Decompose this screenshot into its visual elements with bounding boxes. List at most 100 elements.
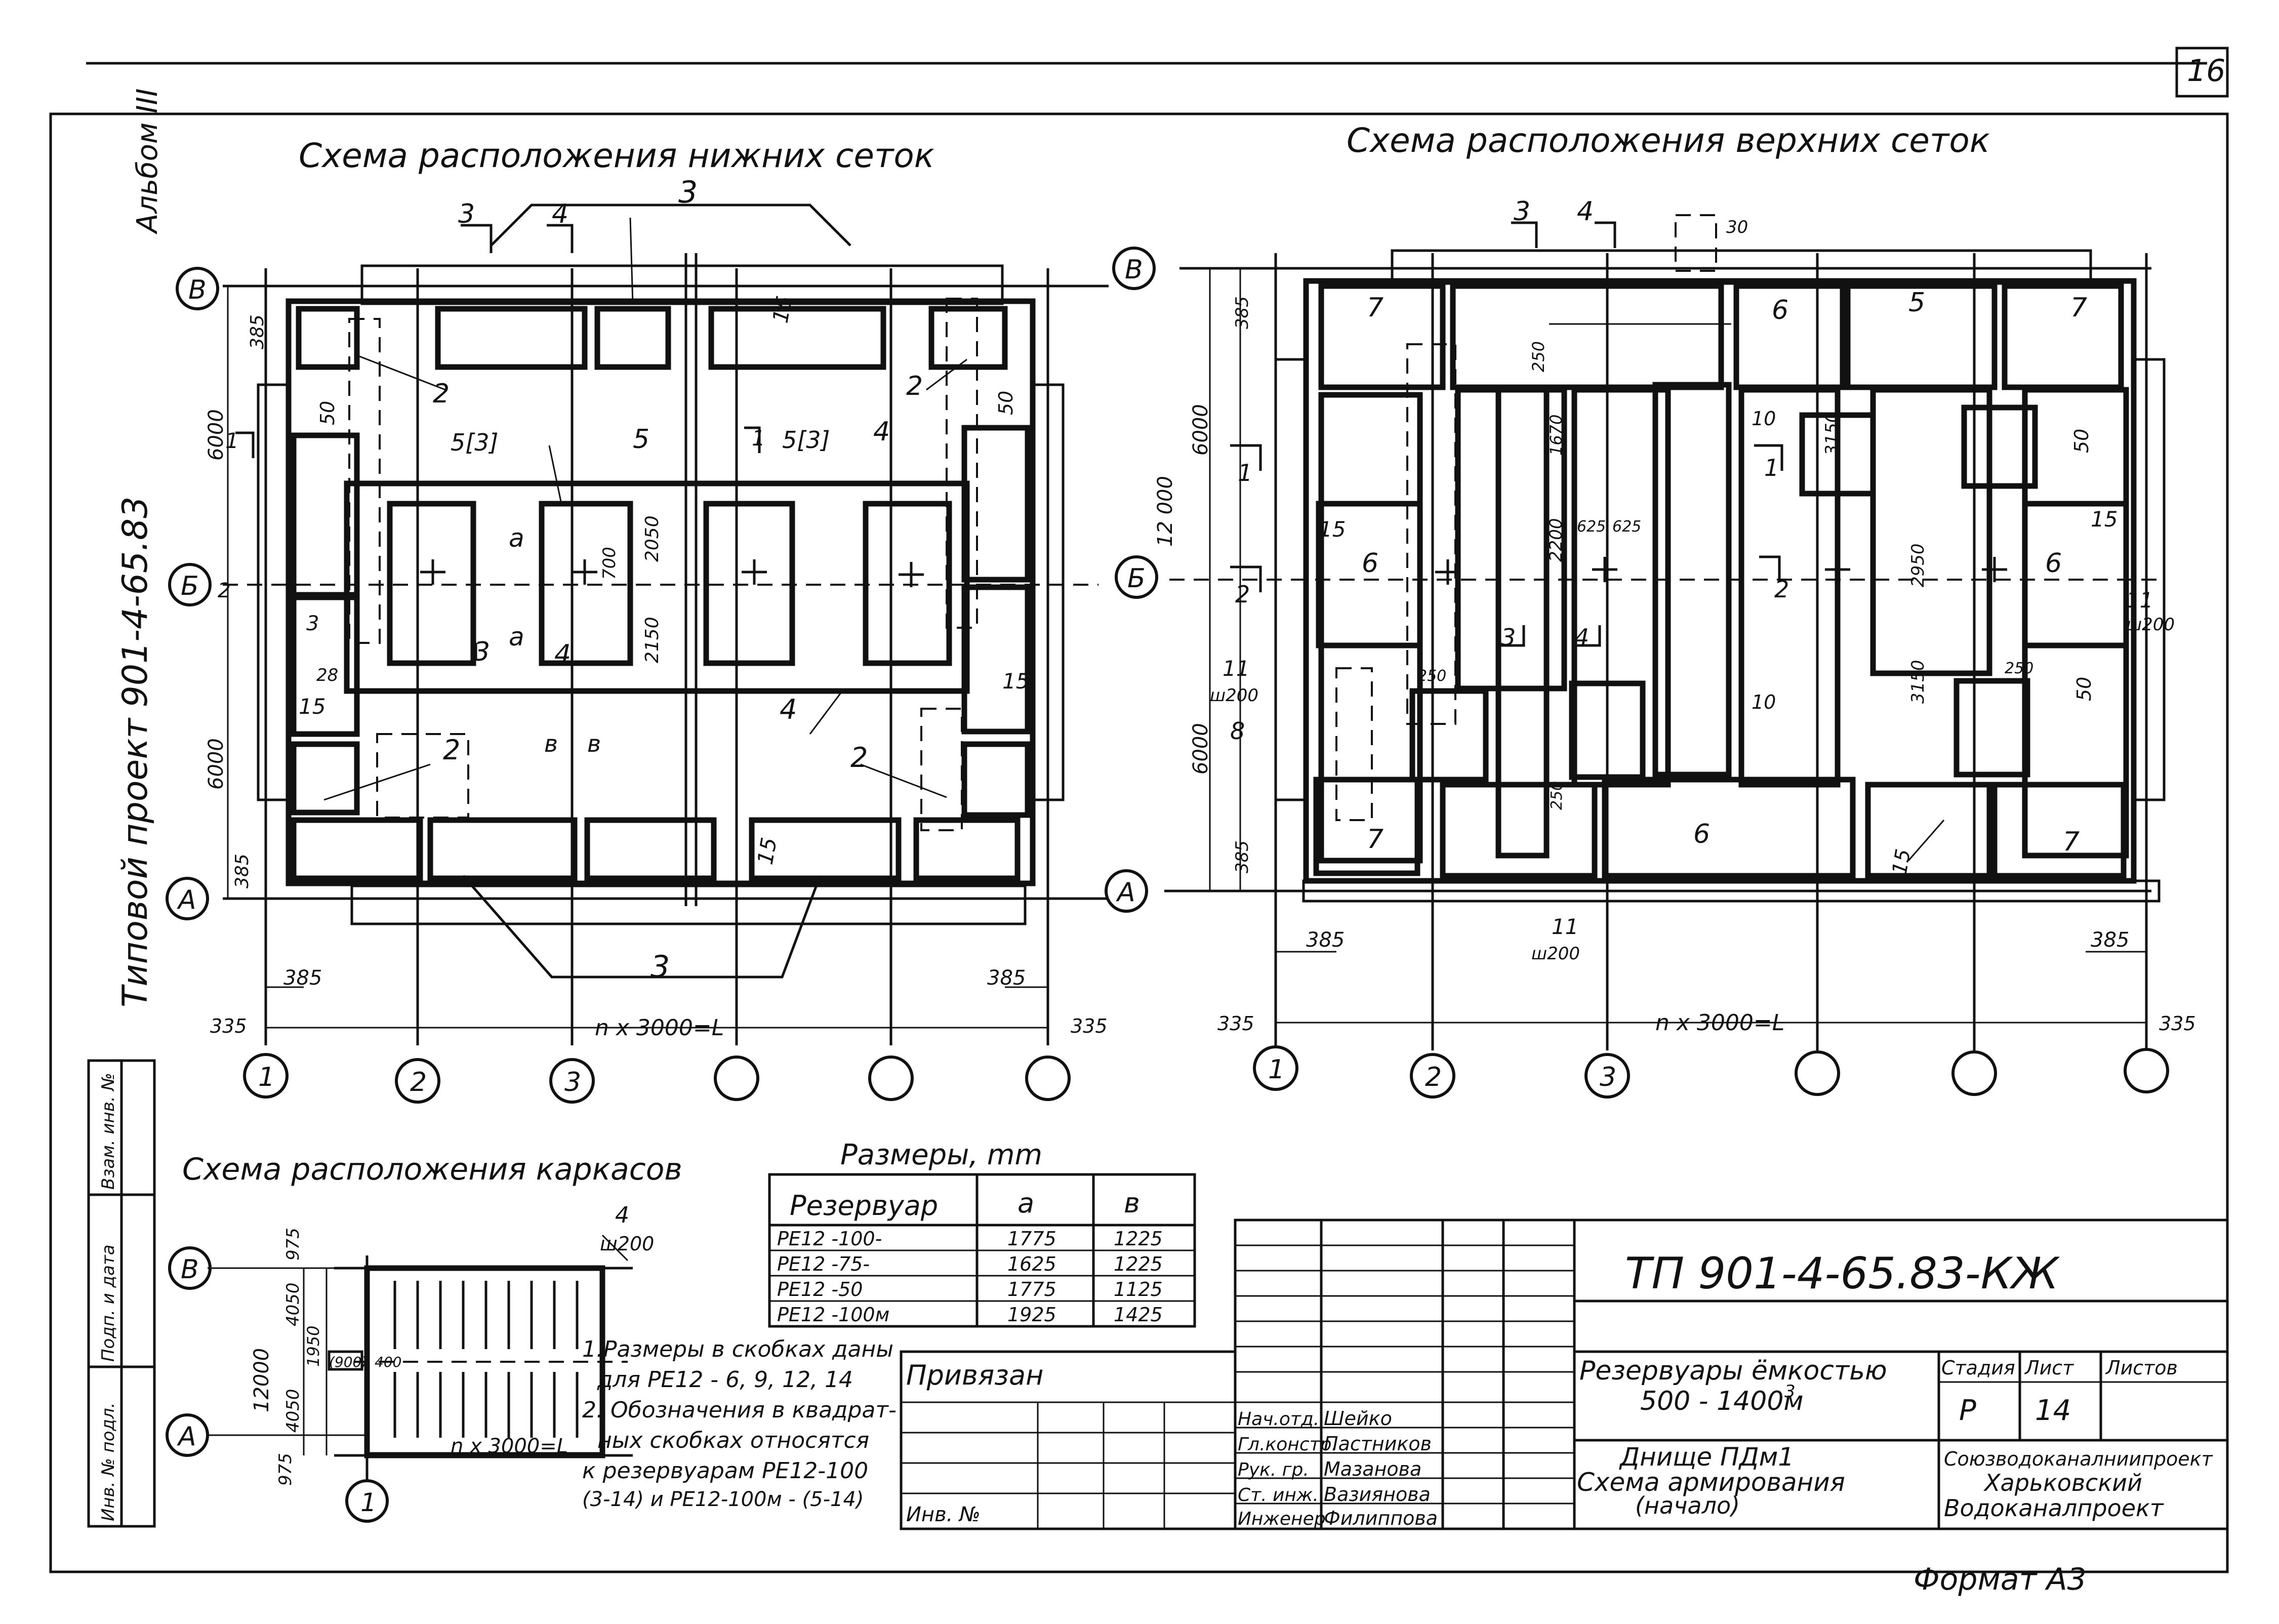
sizes-r3c1: 1925: [1007, 1304, 1056, 1326]
svg-text:1: 1: [1238, 459, 1252, 486]
frames-dim-975-bottom: 975: [275, 1453, 296, 1486]
sizes-h2: в: [1124, 1187, 1140, 1219]
svg-text:5[3]: 5[3]: [451, 429, 498, 456]
stamp-stage-label: Стадия: [1941, 1357, 2015, 1379]
sizes-r0c1: 1775: [1007, 1228, 1056, 1250]
svg-text:4: 4: [1577, 196, 1594, 227]
svg-text:15: 15: [1002, 669, 1029, 694]
sizes-r1c2: 1225: [1114, 1253, 1163, 1275]
svg-text:2: 2: [1774, 576, 1789, 603]
svg-text:15: 15: [1319, 517, 1346, 542]
right-col-1: 1: [1268, 1054, 1285, 1085]
svg-text:ш200: ш200: [1531, 944, 1580, 964]
svg-text:7: 7: [1367, 824, 1383, 855]
sheet-number: 16: [2187, 53, 2225, 89]
frame-bars: [393, 1281, 579, 1438]
right-plan: Схема расположения верхних сеток: [1105, 121, 2196, 1099]
dim-6000-top: 6000: [205, 409, 228, 461]
note-line-4: к резервуарам РЕ12-100: [582, 1458, 868, 1484]
sizes-r2c1: 1775: [1007, 1278, 1056, 1301]
album-label: Альбом III: [131, 89, 164, 235]
stamp-object-sup: 3: [1784, 1382, 1796, 1402]
svg-text:4: 4: [873, 417, 890, 447]
rdim-335-left: 335: [1217, 1012, 1254, 1035]
side-inv-label: Инв. № подл.: [98, 1402, 118, 1521]
binding-block: Привязан Инв. №: [900, 1350, 1237, 1530]
right-col-2: 2: [1425, 1062, 1442, 1092]
svg-text:5: 5: [1908, 288, 1925, 318]
dim-335-right: 335: [1071, 1015, 1108, 1037]
stamp-org-1: Союзводоканалниипроект: [1944, 1448, 2214, 1470]
right-col-3: 3: [1600, 1062, 1616, 1092]
notes: 1.Размеры в скобках даны для РЕ12 - 6, 9…: [582, 1336, 897, 1511]
svg-text:в: в: [544, 730, 558, 757]
svg-text:4: 4: [780, 694, 797, 725]
svg-text:3: 3: [458, 199, 475, 229]
svg-text:7: 7: [2063, 827, 2080, 857]
left-col-1: 1: [258, 1062, 275, 1092]
svg-text:2: 2: [906, 371, 923, 401]
svg-text:7: 7: [1367, 293, 1383, 323]
stamp-name-0: Шейко: [1324, 1407, 1392, 1430]
svg-text:3: 3: [1514, 196, 1530, 227]
svg-text:в: в: [587, 730, 601, 757]
right-axis-b: Б: [1127, 563, 1146, 594]
svg-text:7: 7: [2070, 293, 2087, 323]
stamp-object-1: Резервуары ёмкостью: [1579, 1356, 1887, 1386]
frames-axis-a: А: [177, 1422, 196, 1452]
stamp-sheets-label: Листов: [2105, 1357, 2178, 1379]
svg-text:4: 4: [554, 639, 571, 670]
left-axis-a: А: [177, 885, 196, 915]
svg-text:11: 11: [1223, 656, 1249, 681]
frames-dim-12000: 12000: [250, 1348, 273, 1412]
sheet-frame: [49, 47, 2229, 1573]
title-block: ТП 901-4-65.83-КЖ Резервуары ёмкостью 50…: [1234, 1219, 2229, 1530]
frames-scheme: Схема расположения каркасов 4 ш200 12000…: [166, 1152, 682, 1523]
stamp-role-3: Ст. инж.: [1238, 1485, 1319, 1506]
dim-3150-b: 3150: [1908, 660, 1928, 704]
stamp-drawing-3: (начало): [1635, 1492, 1740, 1519]
stamp-role-4: Инженер: [1238, 1509, 1326, 1529]
dim-250-a: 250: [1529, 341, 1548, 372]
svg-text:15: 15: [1888, 847, 1916, 877]
svg-text:1: 1: [225, 428, 239, 453]
format-label: Формат А3: [1914, 1562, 2087, 1597]
sizes-r3c0: РЕ12 -100м: [777, 1304, 889, 1326]
svg-text:6: 6: [2045, 548, 2062, 579]
svg-text:10: 10: [1752, 408, 1776, 430]
svg-text:11: 11: [1552, 914, 1578, 939]
note-line-0: 1.Размеры в скобках даны: [582, 1336, 893, 1362]
sizes-r0c2: 1225: [1114, 1228, 1163, 1250]
right-axis-a: А: [1116, 877, 1135, 908]
frames-dim-4050-a: 4050: [283, 1282, 303, 1326]
rdim-385-left: 385: [1306, 928, 1345, 952]
note-line-1: для РЕ12 - 6, 9, 12, 14: [597, 1367, 853, 1393]
stamp-org-2: Харьковский: [1983, 1469, 2142, 1496]
left-col-3: 3: [564, 1067, 581, 1098]
rdim-12000: 12 000: [1154, 476, 1177, 547]
dim-250-d: 250: [1548, 781, 1566, 810]
svg-text:3: 3: [1501, 624, 1516, 651]
stamp-sheet: 14: [2035, 1394, 2071, 1427]
svg-text:8: 8: [1230, 717, 1245, 745]
left-plan: Схема расположения нижних сеток: [166, 136, 1109, 1104]
rdim-6000-top: 6000: [1189, 404, 1212, 456]
sizes-r0c0: РЕ12 -100-: [777, 1228, 882, 1250]
dim-625-a: 625: [1577, 518, 1606, 536]
svg-text:5: 5: [633, 424, 649, 455]
svg-text:15: 15: [2091, 507, 2118, 532]
central-mesh: [344, 480, 970, 694]
sizes-r3c2: 1425: [1114, 1304, 1163, 1326]
svg-text:15: 15: [753, 836, 782, 867]
svg-text:700: 700: [599, 547, 620, 580]
stamp-drawing-2: Схема армирования: [1577, 1468, 1845, 1497]
left-axis-v: В: [188, 275, 207, 305]
svg-text:50: 50: [316, 401, 339, 425]
rdim-6000-bottom: 6000: [1189, 723, 1212, 775]
svg-text:15: 15: [768, 294, 797, 325]
svg-text:3: 3: [678, 175, 698, 210]
sizes-h1: a: [1018, 1187, 1034, 1219]
stamp-name-3: Вазиянова: [1324, 1483, 1431, 1506]
frames-box-400: 400: [375, 1354, 401, 1370]
